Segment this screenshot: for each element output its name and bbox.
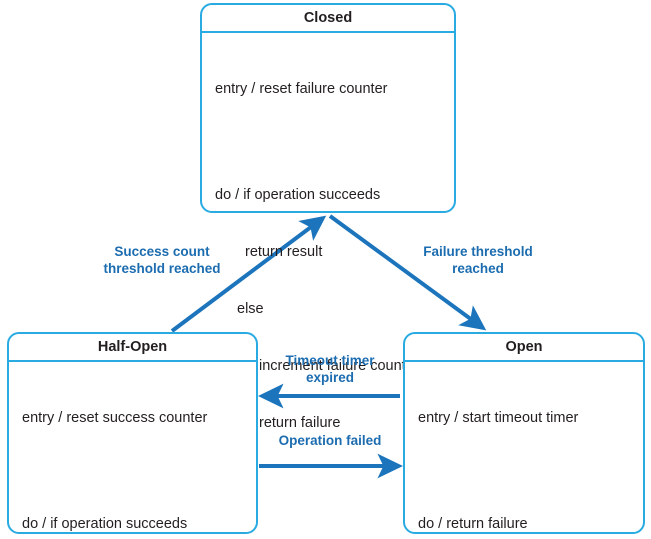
transition-label-success-count-threshold-reached: Success count threshold reached <box>103 244 221 276</box>
state-node-half-open[interactable]: Half-Open entry / reset success counter … <box>7 332 258 534</box>
state-line: entry / reset success counter <box>22 410 208 426</box>
transition-label-operation-failed: Operation failed <box>278 433 382 448</box>
state-line-spacer <box>22 466 256 477</box>
state-line: do / if operation succeeds <box>22 516 188 532</box>
state-line: return failure <box>259 415 341 431</box>
state-line: do / if operation succeeds <box>215 187 381 203</box>
state-title-open: Open <box>405 334 643 362</box>
state-node-open[interactable]: Open entry / start timeout timer do / re… <box>403 332 645 534</box>
state-line-spacer <box>215 137 454 148</box>
state-node-closed[interactable]: Closed entry / reset failure counter do … <box>200 3 456 537</box>
transition-label-failure-threshold-reached: Failure threshold reached <box>423 244 533 276</box>
state-title-closed: Closed <box>202 5 454 33</box>
state-line-spacer <box>418 466 643 477</box>
state-title-half-open: Half-Open <box>9 334 256 362</box>
state-line: entry / reset failure counter <box>215 81 388 97</box>
transition-label-timeout-timer-expired: Timeout timer expired <box>285 353 375 385</box>
state-line: entry / start timeout timer <box>418 410 579 426</box>
state-body-half-open: entry / reset success counter do / if op… <box>9 362 256 539</box>
state-body-open: entry / start timeout timer do / return … <box>405 362 643 539</box>
state-line: else <box>237 301 264 317</box>
state-line: do / return failure <box>418 516 528 532</box>
